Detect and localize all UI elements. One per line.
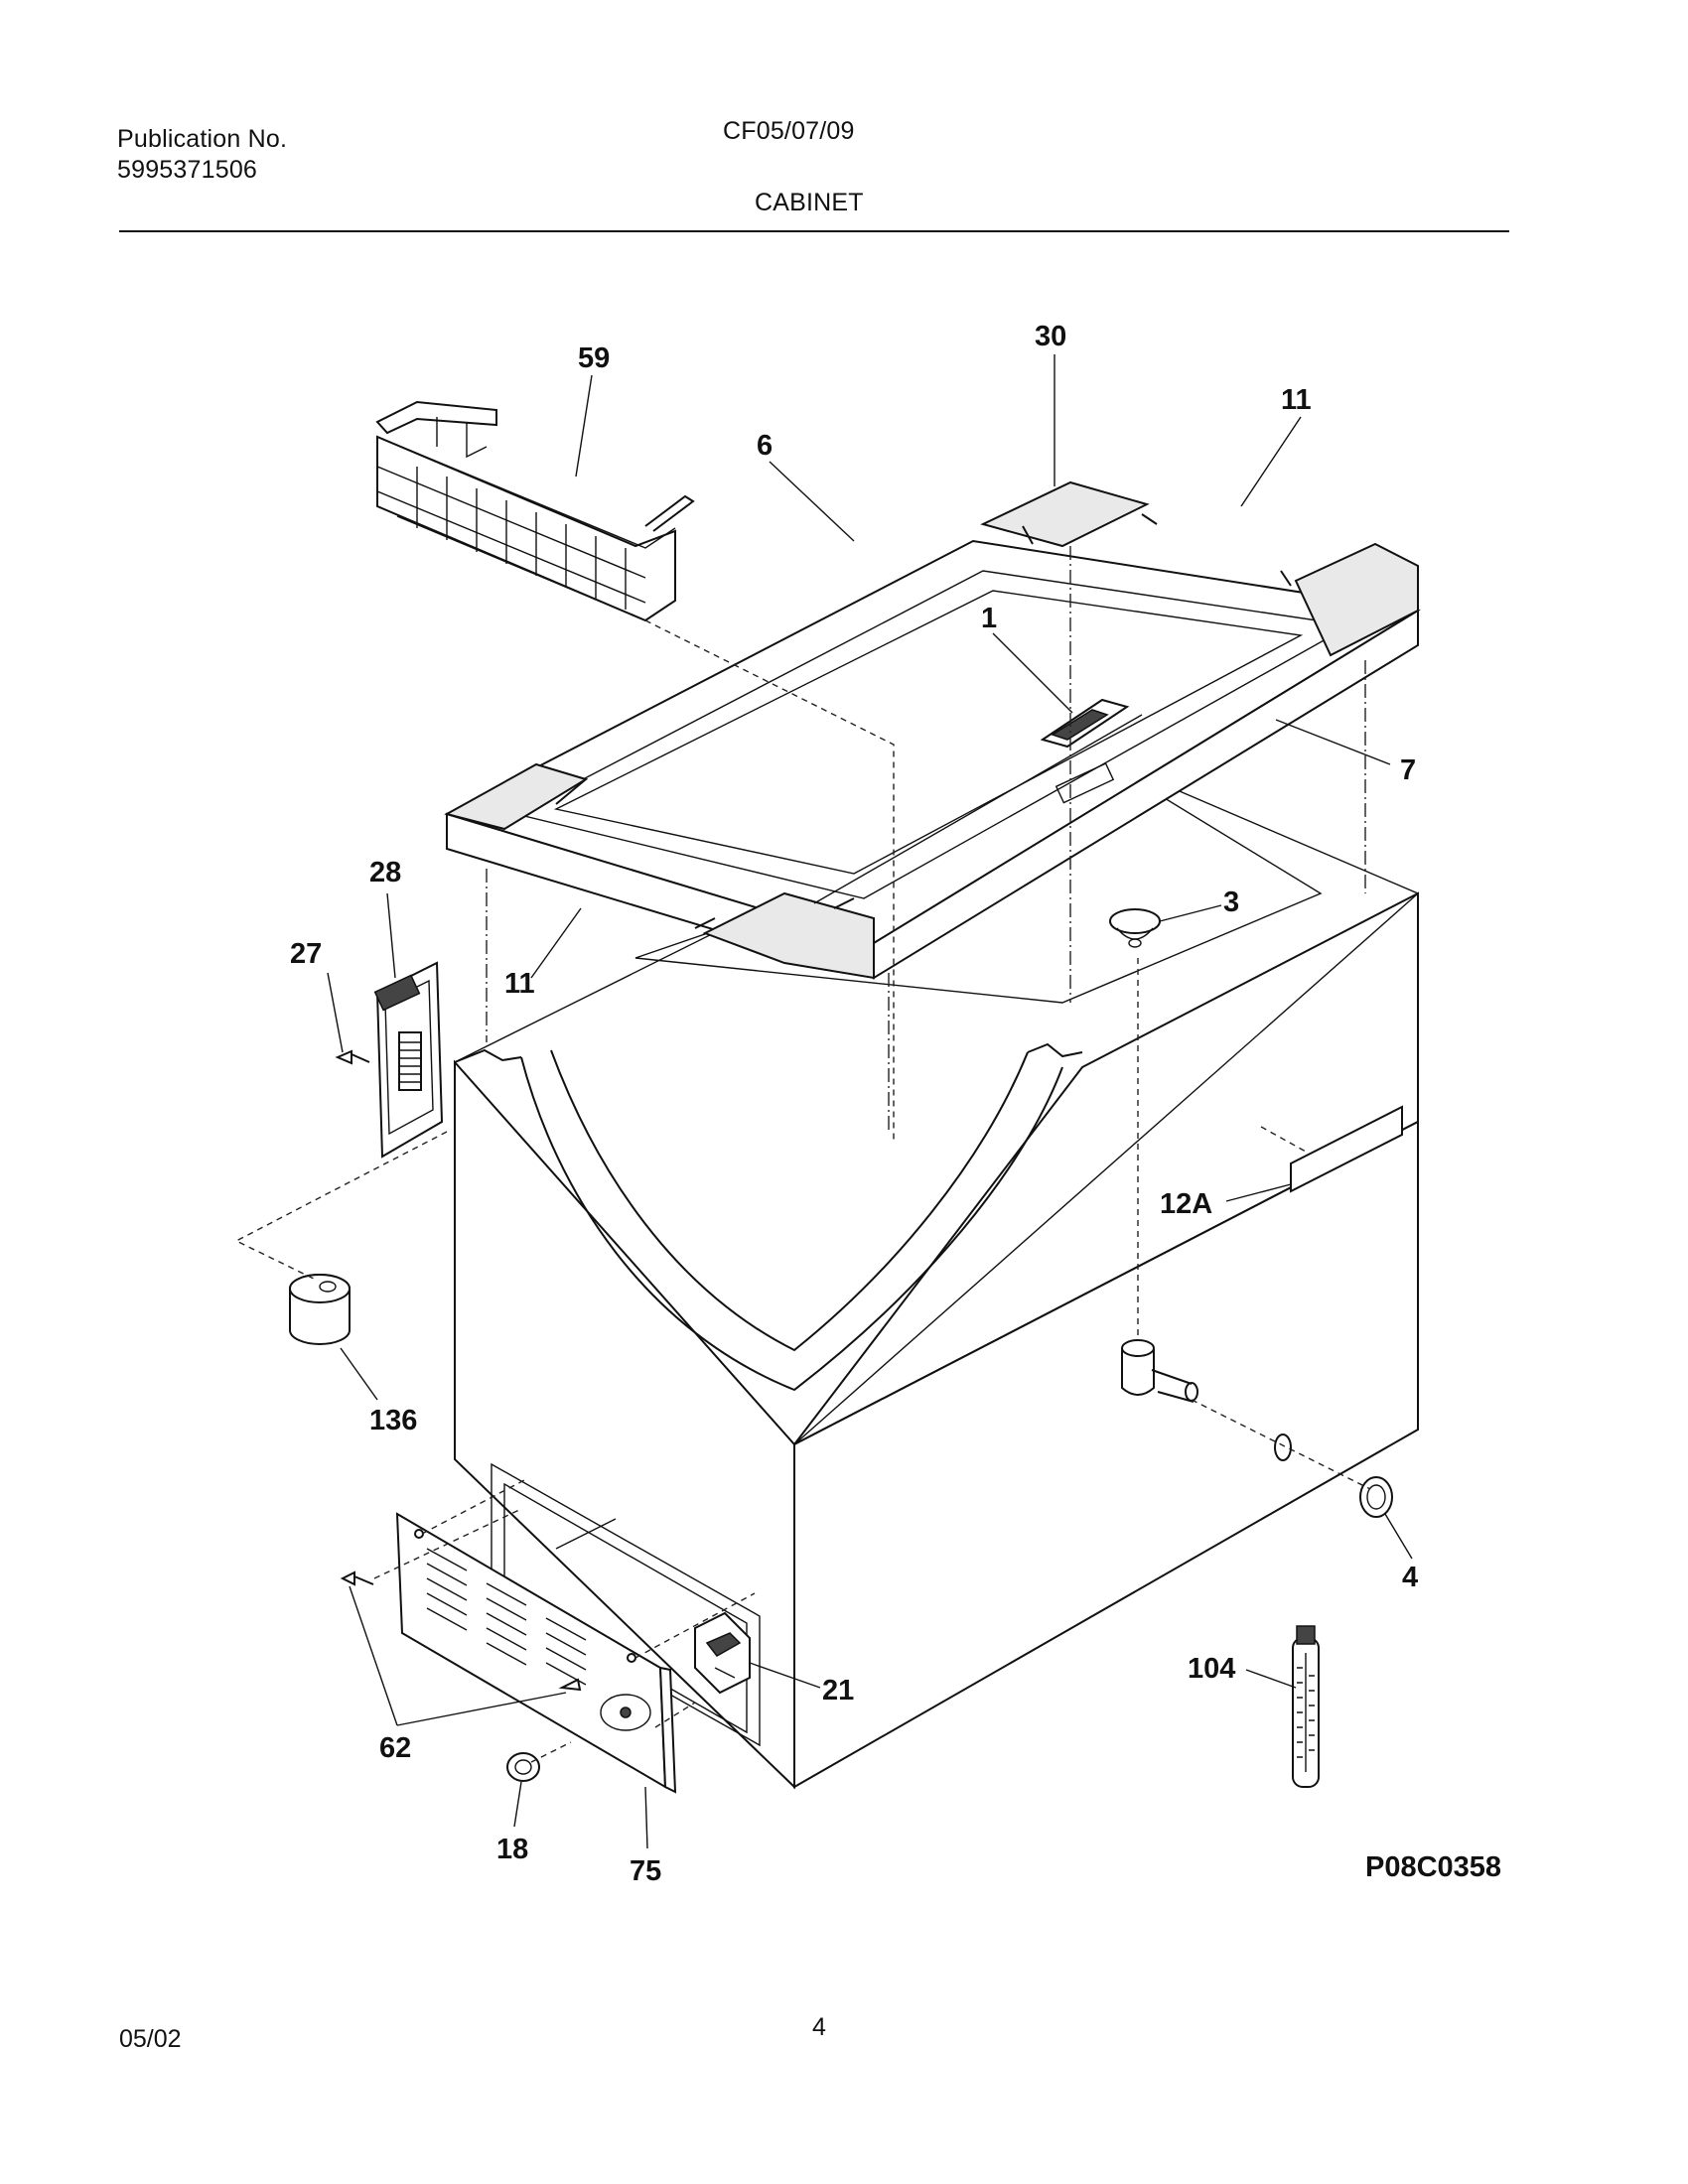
drain-cap xyxy=(1359,1476,1393,1518)
alignment-lines xyxy=(234,546,1371,1763)
model-number: CF05/07/09 xyxy=(723,117,855,145)
callout-6: 6 xyxy=(757,430,773,462)
caster-cup xyxy=(289,1274,351,1345)
callout-136: 136 xyxy=(369,1405,417,1436)
drawing-number: P08C0358 xyxy=(1365,1851,1501,1883)
callout-59: 59 xyxy=(578,342,610,374)
page-number: 4 xyxy=(812,2013,826,2041)
callout-30: 30 xyxy=(1035,321,1066,352)
section-title: CABINET xyxy=(755,189,864,216)
callout-11-top: 11 xyxy=(1281,384,1312,416)
callout-28: 28 xyxy=(369,857,401,888)
callout-3: 3 xyxy=(1223,887,1239,918)
footer-date: 05/02 xyxy=(119,2025,182,2053)
callout-21: 21 xyxy=(822,1675,854,1706)
callout-12a: 12A xyxy=(1160,1188,1212,1220)
kick-plate-grille xyxy=(340,1512,677,1794)
callout-62: 62 xyxy=(379,1732,411,1764)
publication-number: 5995371506 xyxy=(117,156,258,184)
callout-4: 4 xyxy=(1402,1562,1418,1593)
callout-1: 1 xyxy=(981,603,997,634)
thermometer xyxy=(1292,1625,1320,1788)
callout-7: 7 xyxy=(1400,754,1416,786)
drain-plug-top xyxy=(1109,908,1161,948)
storage-basket xyxy=(375,400,695,622)
cabinet-body xyxy=(453,749,1420,1790)
callout-18: 18 xyxy=(496,1834,528,1865)
thermostat-control xyxy=(694,1611,751,1695)
callout-104: 104 xyxy=(1188,1653,1235,1685)
header-rule xyxy=(119,230,1509,232)
publication-label: Publication No. xyxy=(117,125,288,153)
callout-27: 27 xyxy=(290,938,322,970)
lid-frame xyxy=(444,480,1421,980)
leader-lines xyxy=(327,354,1413,1849)
hinge-assembly xyxy=(335,961,444,1159)
callout-75: 75 xyxy=(630,1855,661,1887)
callout-11-left: 11 xyxy=(504,968,535,1000)
